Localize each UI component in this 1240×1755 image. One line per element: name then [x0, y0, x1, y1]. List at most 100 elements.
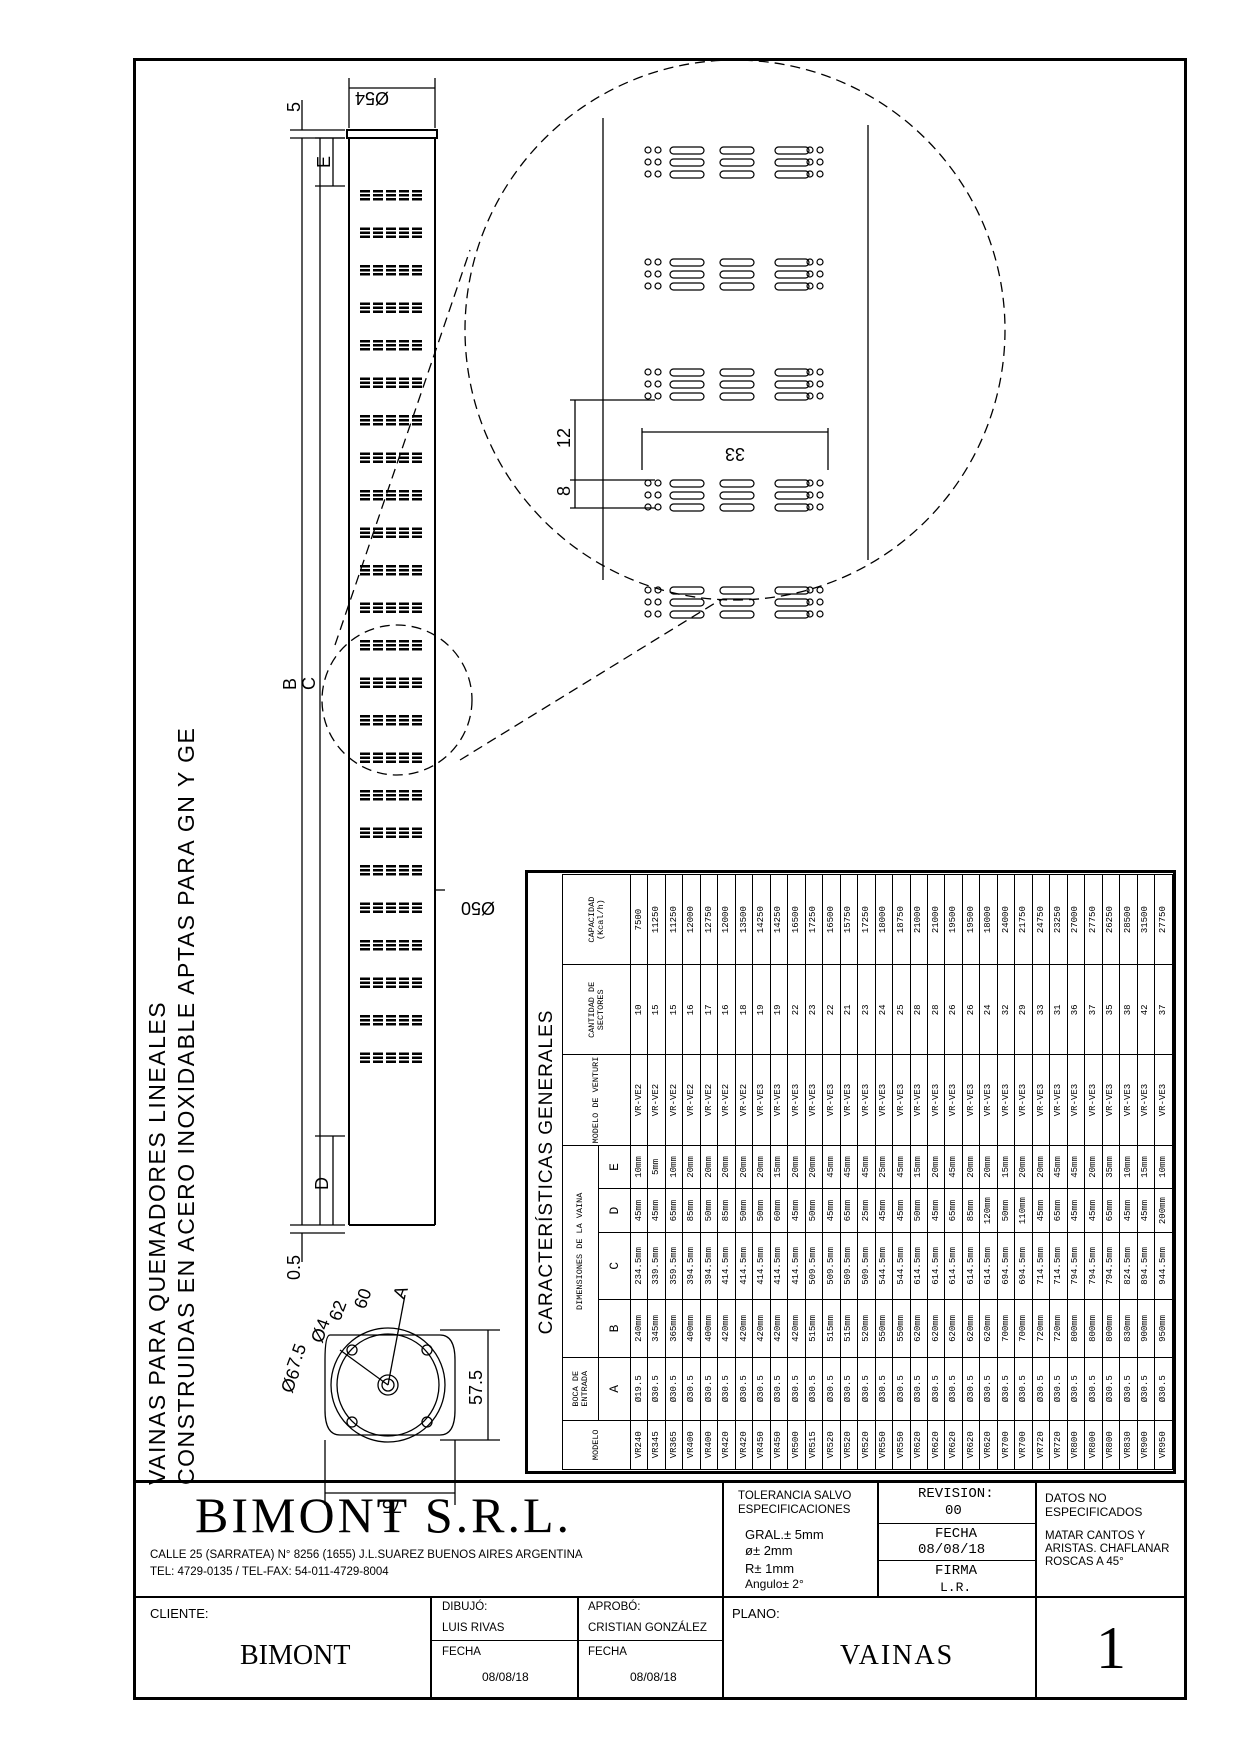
detail-slot — [719, 586, 755, 595]
tube-slot — [373, 681, 383, 684]
detail-dot — [816, 598, 824, 606]
table-cell: Ø30.5 — [1067, 1357, 1085, 1421]
tube-slot — [386, 310, 396, 313]
table-cell: 414.5mm — [770, 1232, 788, 1300]
table-cell: 22 — [822, 964, 841, 1055]
tube-slot — [373, 419, 383, 422]
revision-value: 00 — [945, 1503, 962, 1519]
tube-slot — [360, 648, 370, 651]
tube-slot — [412, 873, 422, 876]
tube-slot — [373, 677, 383, 680]
tube-slot — [399, 452, 409, 455]
tube-slot — [412, 902, 422, 905]
tube-slot — [373, 977, 383, 980]
detail-dot — [806, 479, 814, 487]
tube-slot — [373, 869, 383, 872]
tube-slot — [412, 981, 422, 984]
table-cell: 28500 — [1119, 874, 1138, 965]
tube-slot — [386, 344, 396, 347]
detail-dot — [654, 258, 662, 266]
table-cell: 894.5mm — [1137, 1232, 1155, 1300]
tube-slot — [412, 498, 422, 501]
tube-slot — [412, 940, 422, 943]
tube-slot — [373, 310, 383, 313]
table-cell: Ø30.5 — [979, 1357, 998, 1421]
table-cell: VR-VE3 — [840, 1054, 858, 1146]
tube-slot — [373, 381, 383, 384]
tube-slot — [412, 490, 422, 493]
table-cell: 31 — [1049, 964, 1068, 1055]
drawn-date-label: FECHA — [442, 1646, 481, 1658]
table-cell: 12000 — [682, 874, 701, 965]
tube-slot — [412, 385, 422, 388]
detail-dot — [816, 392, 824, 400]
table-cell: VR400 — [682, 1420, 701, 1470]
tube-slot — [412, 794, 422, 797]
tube-slot — [373, 377, 383, 380]
approved-by-label: APROBÓ: — [588, 1601, 641, 1613]
tube-slot — [360, 977, 370, 980]
table-cell: Ø30.5 — [1032, 1357, 1050, 1421]
tube-slot — [373, 1015, 383, 1018]
table-cell: 31500 — [1137, 874, 1155, 965]
table-cell: Ø30.5 — [770, 1357, 788, 1421]
tube-slot — [373, 490, 383, 493]
tube-slot — [373, 527, 383, 530]
tube-slot — [386, 494, 396, 497]
tube-slot — [399, 269, 409, 272]
dim-detail-slot: 8 — [554, 486, 574, 496]
table-cell: 19 — [752, 964, 771, 1055]
table-cell: 509.5mm — [822, 1232, 841, 1300]
tube-slot — [373, 873, 383, 876]
table-cell: VR-VE3 — [979, 1054, 998, 1146]
tube-slot — [373, 227, 383, 230]
table-cell: VR-VE3 — [927, 1054, 945, 1146]
tube-slot — [373, 902, 383, 905]
table-cell: 65mm — [840, 1188, 858, 1233]
tube-slot — [399, 231, 409, 234]
tube-slot — [373, 760, 383, 763]
characteristics-table: CARACTERÍSTICAS GENERALES MODELO BOCA DE… — [530, 874, 1173, 1470]
tube-slot — [373, 1060, 383, 1063]
tube-slot — [373, 344, 383, 347]
detail-slot — [774, 392, 810, 401]
tube-slot — [360, 794, 370, 797]
dim-detail-w: 33 — [725, 444, 745, 464]
tube-slot — [412, 569, 422, 572]
drawing-sheet — [133, 58, 1187, 1700]
tube-slot — [386, 981, 396, 984]
tube-slot — [360, 981, 370, 984]
tube-slot — [360, 606, 370, 609]
detail-slot — [669, 598, 705, 607]
tube-slot — [412, 865, 422, 868]
detail-dot — [806, 491, 814, 499]
tube-slot — [360, 377, 370, 380]
tube-slot — [360, 231, 370, 234]
table-cell: 20mm — [682, 1145, 701, 1189]
table-cell: 345mm — [647, 1299, 666, 1358]
tube-slot — [360, 752, 370, 755]
tube-slot — [399, 1019, 409, 1022]
table-cell: VR-VE3 — [962, 1054, 980, 1146]
tube-slot — [412, 827, 422, 830]
detail-slot — [774, 598, 810, 607]
tube-slot — [373, 602, 383, 605]
title-line-1: VAINAS PARA QUEMADORES LINEALES — [144, 1001, 170, 1485]
tube-slot — [360, 198, 370, 201]
table-cell: Ø30.5 — [735, 1357, 753, 1421]
detail-dot — [654, 368, 662, 376]
tube-slot — [373, 460, 383, 463]
table-cell: VR-VE2 — [665, 1054, 683, 1146]
detail-dot — [816, 610, 824, 618]
tube-slot — [399, 640, 409, 643]
notes-text: MATAR CANTOS Y ARISTAS. CHAFLANAR ROSCAS… — [1045, 1530, 1170, 1568]
table-cell: 16 — [717, 964, 736, 1055]
table-cell: 794.5mm — [1084, 1232, 1103, 1300]
table-cell: VR-VE3 — [1014, 1054, 1033, 1146]
